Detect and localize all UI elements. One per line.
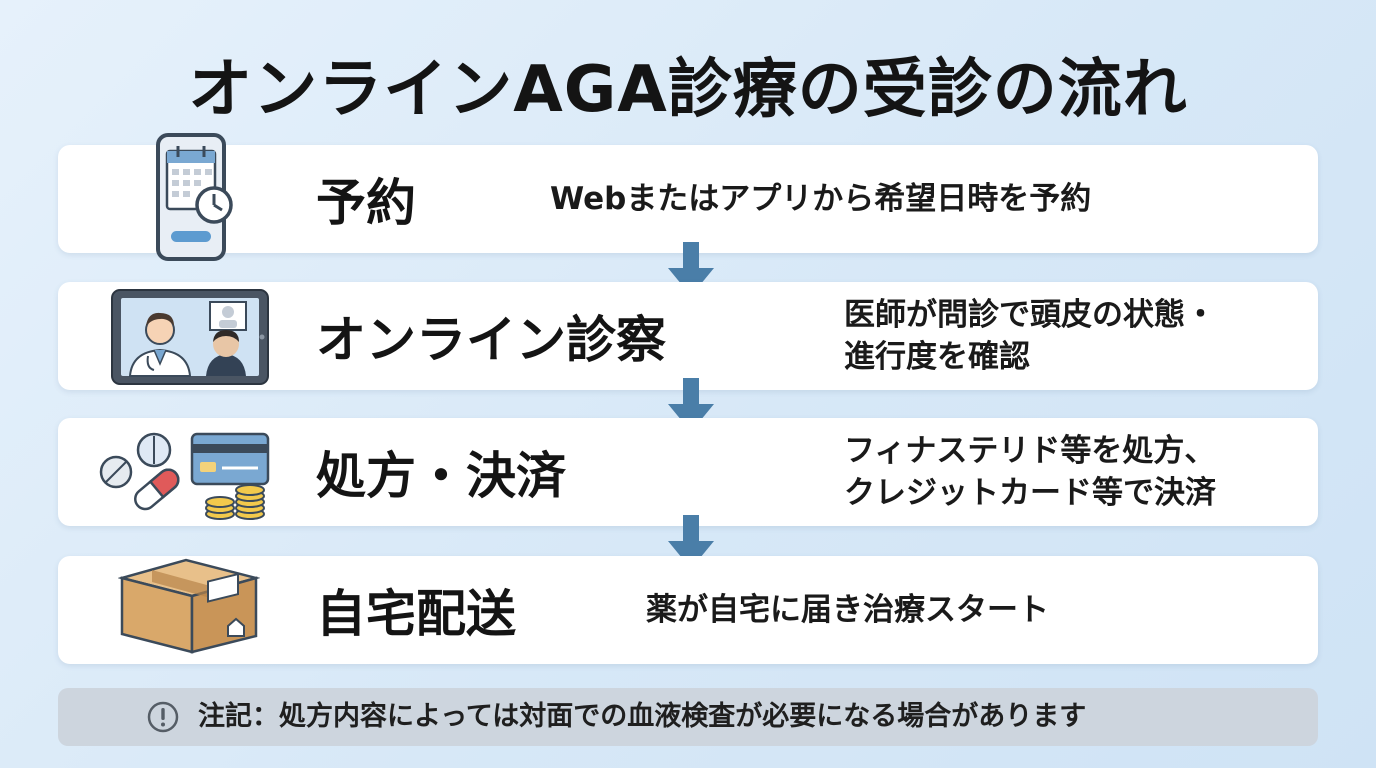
down-arrow-icon: [668, 515, 714, 569]
step-description-line: 進行度を確認: [844, 339, 1030, 375]
step-description: フィナステリド等を処方、 クレジットカード等で決済: [844, 430, 1216, 514]
pills-card-coins-icon: [99, 432, 270, 520]
note-text: 注記：処方内容によっては対面での血液検査が必要になる場合があります: [198, 701, 1087, 732]
step-title: 処方・決済: [316, 447, 566, 505]
step-online-consultation: オンライン診察 医師が問診で頭皮の状態・ 進行度を確認: [58, 282, 1318, 390]
step-description-line: Webまたはアプリから希望日時を予約: [550, 181, 1092, 217]
smartphone-calendar-icon: [156, 133, 233, 261]
step-description-line: 薬が自宅に届き治療スタート: [646, 592, 1049, 628]
step-title: 予約: [316, 174, 416, 232]
step-description: Webまたはアプリから希望日時を予約: [550, 178, 1091, 220]
step-description-line: フィナステリド等を処方、: [844, 433, 1216, 469]
video-consultation-icon: [111, 289, 269, 385]
step-title: 自宅配送: [316, 585, 516, 643]
step-description-line: 医師が問診で頭皮の状態・: [844, 297, 1216, 333]
page-title: オンラインAGA診療の受診の流れ: [188, 53, 1188, 127]
delivery-box-icon: [118, 558, 260, 654]
step-prescription-payment: 処方・決済 フィナステリド等を処方、 クレジットカード等で決済: [58, 418, 1318, 526]
step-title: オンライン診察: [316, 311, 666, 369]
step-home-delivery: 自宅配送 薬が自宅に届き治療スタート: [58, 556, 1318, 664]
step-reservation: 予約 Webまたはアプリから希望日時を予約: [58, 133, 1318, 261]
note-banner: 注記：処方内容によっては対面での血液検査が必要になる場合があります: [58, 688, 1318, 746]
step-description: 薬が自宅に届き治療スタート: [646, 589, 1049, 631]
exclamation-circle-icon: [147, 701, 179, 733]
step-description: 医師が問診で頭皮の状態・ 進行度を確認: [844, 294, 1216, 378]
step-description-line: クレジットカード等で決済: [844, 475, 1216, 511]
